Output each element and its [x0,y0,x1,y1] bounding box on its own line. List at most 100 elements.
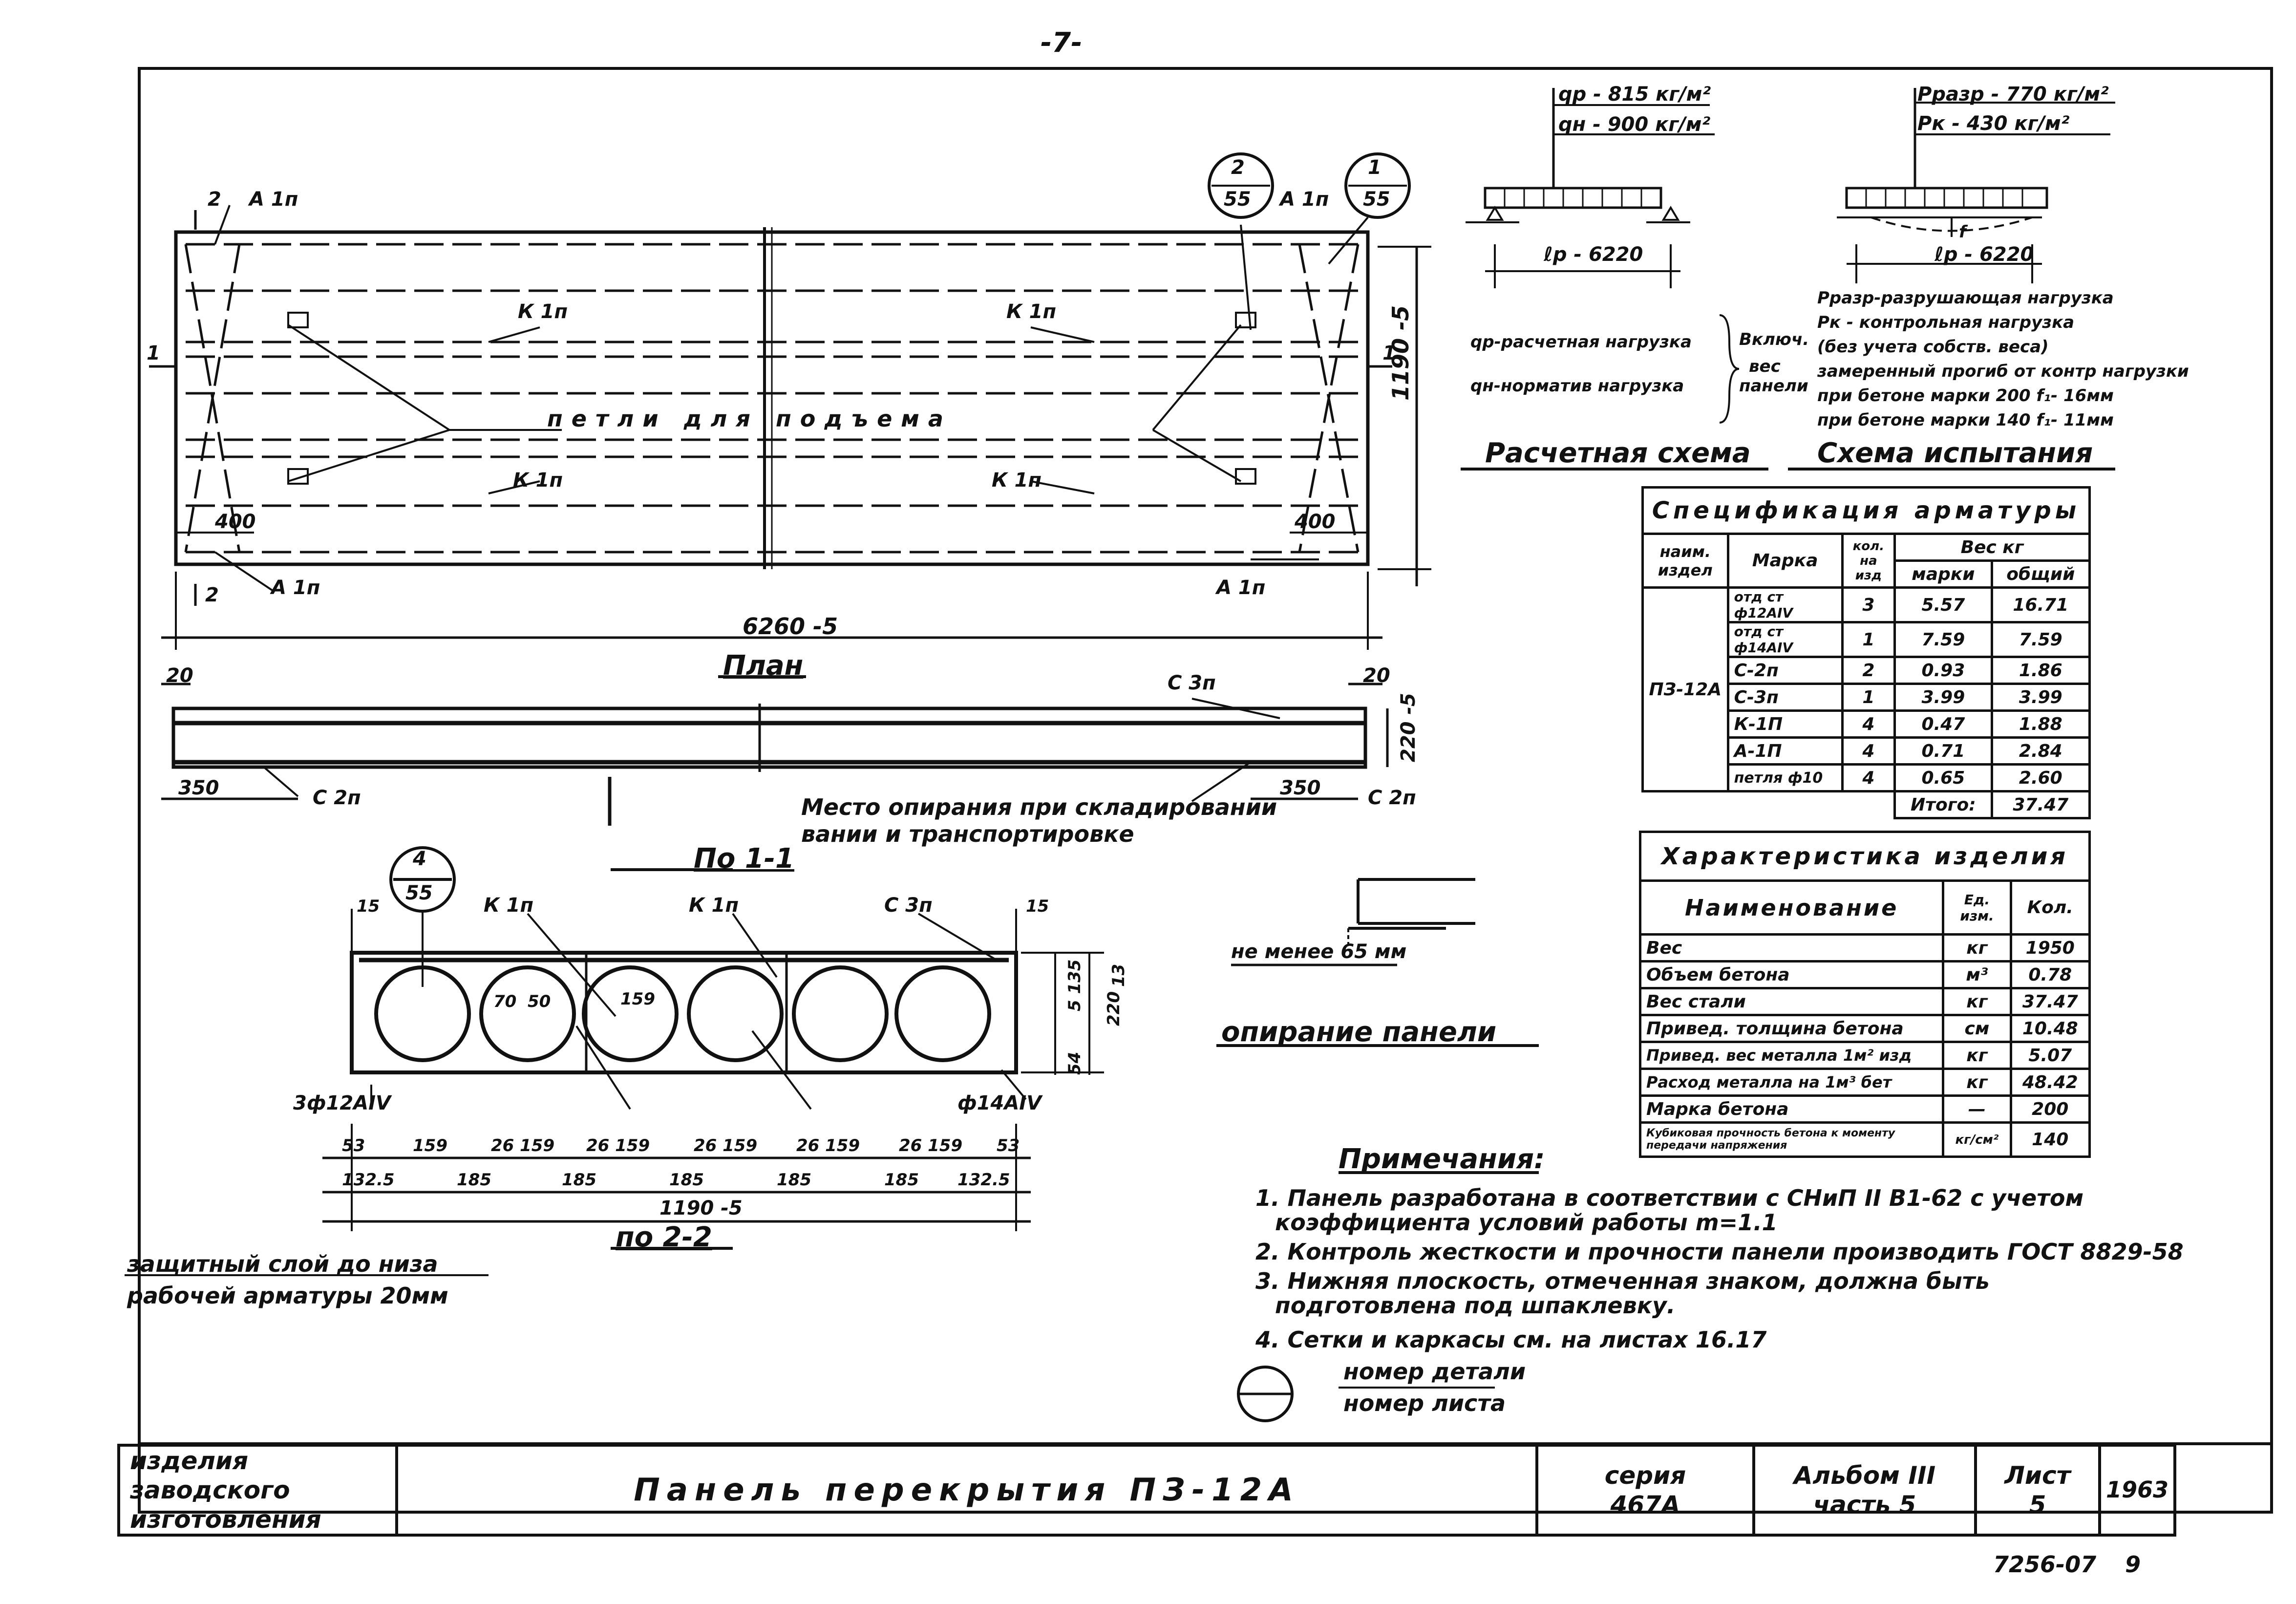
section-dim-50: 50 [528,992,551,1011]
spec-title: Спецификация арматуры [1641,486,2091,535]
section-label-c3p: С 3п [884,894,933,917]
spec-row-weight: 0.47 [1893,709,1993,739]
title-block-sheet: Лист 5 [1974,1444,2101,1537]
char-title: Характеристика изделия [1639,831,2091,882]
callout-4-number: 4 [413,848,426,870]
title-block-category: изделия заводского изготовления [117,1444,398,1537]
spec-row-total: 7.59 [1990,621,2091,658]
char-row-name: Расход металла на 1м³ бет [1638,1068,1945,1097]
section-rebar-left: 3ф12АIV [293,1092,391,1114]
section-dim-r1-1: 159 [413,1136,447,1155]
side-label-c2p-left: С 2п [313,787,361,809]
plan-label-k1p-br: К 1п [992,469,1042,492]
plan-title: План [723,650,804,682]
note-line: 2. Контроль жесткости и прочности панели… [1255,1239,2184,1265]
char-row-qty: 1950 [2009,933,2091,962]
note-line: 3. Нижняя плоскость, отмеченная знаком, … [1255,1268,1990,1294]
spec-row-qty: 2 [1841,656,1896,685]
spec-row-total: 16.71 [1990,586,2091,623]
legend-detail-number: номер детали [1343,1358,1526,1385]
callout-1-sheet: 55 [1363,188,1390,211]
section-dim-r1-5: 26 159 [796,1136,860,1155]
design-brace-3: панели [1739,376,1808,396]
section-2-title: по 2-2 [616,1221,712,1253]
spec-row-weight: 3.99 [1893,683,1993,712]
spec-row-mark: С-3п [1726,683,1844,712]
char-head-unit: Ед. изм. [1942,879,2012,936]
design-span: ℓр - 6220 [1544,243,1643,266]
spec-row-weight: 0.71 [1893,736,1993,766]
rebar-specification-table: Спецификация арматуры наим. издел Марка … [1641,486,2091,819]
plan-hidden-lines [184,243,1360,554]
plan-label-k1p-bl: К 1п [513,469,563,492]
char-head-name: Наименование [1638,879,1945,936]
section-dim-13: 13 [1109,963,1128,987]
char-row-name: Вес стали [1638,987,1945,1016]
callout-1-number: 1 [1368,156,1382,179]
test-note-4: замеренный прогиб от контр нагрузки [1817,362,2189,381]
note-line: подготовлена под шпаклевку. [1275,1292,1676,1319]
char-row-unit: кг [1942,1068,2012,1097]
char-row-unit: кг/см² [1942,1121,2012,1158]
title-block-series: серия 467А [1535,1444,1755,1537]
plan-label-a1p-bottom-left: А 1п [271,577,320,599]
side-label-c2p-right: С 2п [1368,787,1416,809]
section-dim-220: 220 [1104,991,1124,1026]
section-dim-15-right: 15 [1026,897,1049,916]
detail-callout-2 [1208,152,1274,219]
title-block-album-2: часть 5 [1813,1491,1916,1519]
notes-title: Примечания: [1339,1143,1545,1175]
storage-note-1: Место опирания при складировании [801,794,1277,820]
char-row-name: Привед. вес металла 1м² изд [1638,1041,1945,1070]
side-dim-20-right: 20 [1363,664,1390,687]
section-dim-r1-7: 53 [997,1136,1020,1155]
char-row-unit: кг [1942,987,2012,1016]
section-dim-r2-6: 132.5 [957,1170,1010,1190]
section-dim-135: 5 135 [1065,959,1084,1011]
char-row-name: Вес [1638,933,1945,962]
section-dim-15-left: 15 [357,897,380,916]
note-line: 1. Панель разработана в соответствии с С… [1255,1185,2084,1211]
plan-view [149,152,1431,650]
plan-label-section-2-top: 2 [208,188,221,211]
design-legend-1: qр-расчетная нагрузка [1470,332,1692,352]
note-line: коэффициента условий работы m=1.1 [1275,1209,1778,1236]
section-dim-r1-6: 26 159 [899,1136,963,1155]
plan-label-a1p-top-right: А 1п [1280,188,1329,211]
char-row-qty: 200 [2009,1094,2091,1124]
section-dim-70: 70 [493,992,517,1011]
plan-label-k1p-tl: К 1п [518,300,568,323]
spec-row-mark: К-1П [1726,709,1844,739]
side-dim-20-left: 20 [166,664,193,687]
design-brace-1: Включ. [1739,330,1809,349]
footer-code: 7256-07 [1993,1551,2097,1578]
char-row-qty: 37.47 [2009,987,2091,1016]
char-row-unit: кг [1942,1041,2012,1070]
plan-label-section-2-bottom: 2 [205,584,219,606]
support-not-less: не менее 65 мм [1231,941,1407,963]
section-dim-r1-3: 26 159 [586,1136,650,1155]
section-dim-r2-4: 185 [777,1170,811,1190]
plan-label-a1p-bottom-right: А 1п [1216,577,1266,599]
spec-head-mark: Марка [1726,533,1844,589]
callout-4-sheet: 55 [405,882,433,904]
spec-row-weight: 0.93 [1893,656,1993,685]
plan-dim-400-left: 400 [215,511,256,533]
char-row-name: Кубиковая прочность бетона к моменту пер… [1638,1121,1945,1158]
title-block-album: Альбом III часть 5 [1752,1444,1977,1537]
plan-section-1-left: 1 [147,342,160,364]
spec-row-total: 2.84 [1990,736,2091,766]
section-voids [374,965,991,1062]
char-row-unit: кг [1942,933,2012,962]
spec-row-weight: 7.59 [1893,621,1993,658]
callout-2-sheet: 55 [1224,188,1251,211]
section-label-k1p-b: К 1п [689,894,739,917]
title-block-category-1: изделия заводского [130,1447,290,1504]
char-head-qty: Кол. [2009,879,2091,936]
spec-total-label: Итого: [1893,790,1993,819]
design-qr: qр - 815 кг/м² [1558,83,1711,106]
design-qn: qн - 900 кг/м² [1558,113,1711,136]
char-row-unit: м³ [1942,960,2012,989]
section-dim-r2-1: 185 [457,1170,491,1190]
